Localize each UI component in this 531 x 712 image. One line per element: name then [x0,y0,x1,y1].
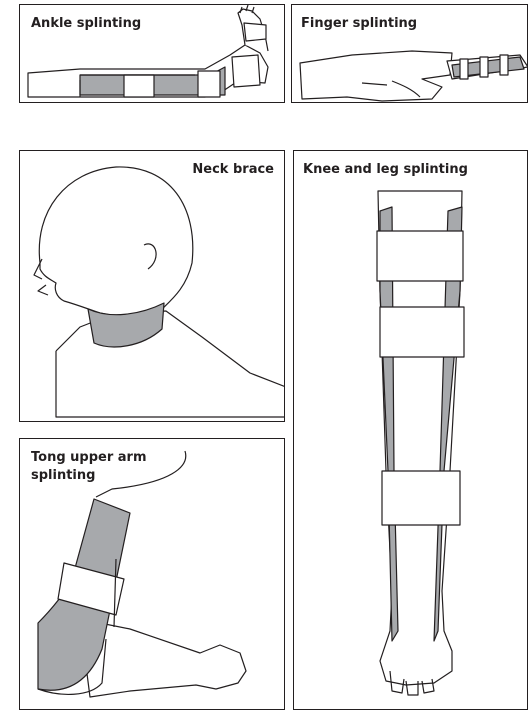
panel-knee-leg-splinting: Knee and leg splinting [293,150,528,710]
knee-leg-splint-illustration [294,151,528,710]
neck-brace-illustration [20,151,285,422]
panel-neck-brace: Neck brace [19,150,285,422]
panel-tong-upper-arm-splinting: Tong upper arm splinting [19,438,285,710]
ankle-splint-illustration [20,5,285,103]
panel-ankle-splinting: Ankle splinting [19,4,285,103]
panel-finger-splinting: Finger splinting [291,4,528,103]
finger-splint-illustration [292,5,528,103]
tong-arm-splint-illustration [20,439,285,710]
